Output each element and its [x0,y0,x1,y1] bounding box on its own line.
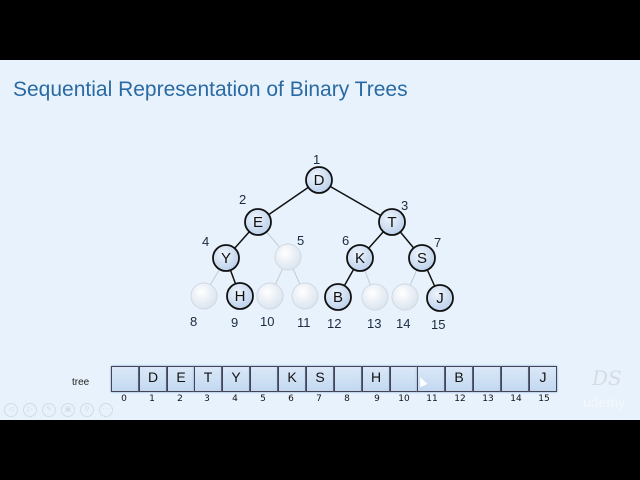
svg-text:4: 4 [202,234,209,249]
array-index-15: 15 [538,394,550,404]
tree-node-13-empty [361,283,389,311]
binary-tree-diagram: D E T Y K S H B J 1 2 3 4 5 6 7 8 9 10 1… [190,152,454,332]
svg-text:2: 2 [239,192,246,207]
tree-node-6: K [346,244,374,272]
array-index-9: 9 [374,394,380,404]
array-cell-10 [390,366,418,392]
array-cell-3: T [194,366,222,392]
tree-node-8-empty [190,282,218,310]
array-cell-12: B [445,366,473,392]
array-cell-15: J [529,366,557,392]
next-icon[interactable]: ▷ [23,403,37,417]
array-cell-13 [473,366,501,392]
svg-text:6: 6 [342,233,349,248]
array-cell-0 [111,366,139,392]
tree-node-1: D [305,166,333,194]
array-index-14: 14 [510,394,522,404]
more-icon[interactable]: ⋯ [99,403,113,417]
array-name-label: tree [72,377,90,388]
array-cell-11 [417,366,445,392]
svg-text:11: 11 [297,315,311,330]
zoom-icon[interactable]: ⚲ [80,403,94,417]
array-index-0: 0 [121,394,127,404]
array-index-8: 8 [344,394,350,404]
array-index-2: 2 [177,394,183,404]
slide: Sequential Representation of Binary Tree… [0,60,640,420]
tree-node-12: B [324,283,352,311]
tree-node-2: E [244,208,272,236]
svg-text:H: H [235,288,246,305]
svg-text:14: 14 [396,316,410,331]
slides-icon[interactable]: ▣ [61,403,75,417]
array-index-12: 12 [454,394,466,404]
svg-text:Y: Y [221,250,231,267]
tree-index-labels: 1 2 3 4 5 6 7 8 9 10 11 12 13 14 15 [190,152,445,332]
array-cell-9: H [362,366,390,392]
array-cell-7: S [306,366,334,392]
svg-text:9: 9 [231,315,238,330]
svg-text:J: J [436,290,444,307]
svg-text:E: E [253,214,263,231]
tree-node-14-empty [391,283,419,311]
array-cell-8 [334,366,362,392]
tree-node-15: J [426,284,454,312]
svg-text:K: K [355,250,365,267]
svg-text:S: S [417,250,427,267]
array-cell-5 [250,366,278,392]
array-cell-4: Y [222,366,250,392]
array-index-11: 11 [426,394,438,404]
svg-text:7: 7 [434,235,441,250]
array-index-4: 4 [232,394,238,404]
svg-text:8: 8 [190,314,197,329]
svg-text:10: 10 [260,314,274,329]
array-cell-6: K [278,366,306,392]
array-index-3: 3 [204,394,210,404]
svg-text:T: T [387,214,396,231]
svg-text:13: 13 [367,316,381,331]
array-cell-14 [501,366,529,392]
tree-node-10-empty [256,282,284,310]
previous-icon[interactable]: ◁ [4,403,18,417]
tree-node-11-empty [291,282,319,310]
array-index-10: 10 [398,394,410,404]
tree-node-4: Y [212,244,240,272]
array-cell-2: E [167,366,195,392]
array-index-1: 1 [149,394,155,404]
tree-node-3: T [378,208,406,236]
svg-text:3: 3 [401,198,408,213]
array-index-7: 7 [316,394,322,404]
array-cell-1: D [139,366,167,392]
svg-text:12: 12 [327,316,341,331]
pen-icon[interactable]: ✎ [42,403,56,417]
svg-text:B: B [333,289,343,306]
svg-text:15: 15 [431,317,445,332]
tree-node-9: H [226,282,254,310]
tree-node-5-empty [274,243,302,271]
array-index-6: 6 [288,394,294,404]
svg-text:1: 1 [313,152,320,167]
svg-text:5: 5 [297,233,304,248]
udemy-watermark: udemy [583,394,626,410]
tree-node-7: S [408,244,436,272]
slide-title: Sequential Representation of Binary Tree… [13,78,408,101]
ds-logo: DS [592,366,622,390]
array-index-13: 13 [482,394,494,404]
svg-text:D: D [314,172,325,189]
array-index-5: 5 [260,394,266,404]
